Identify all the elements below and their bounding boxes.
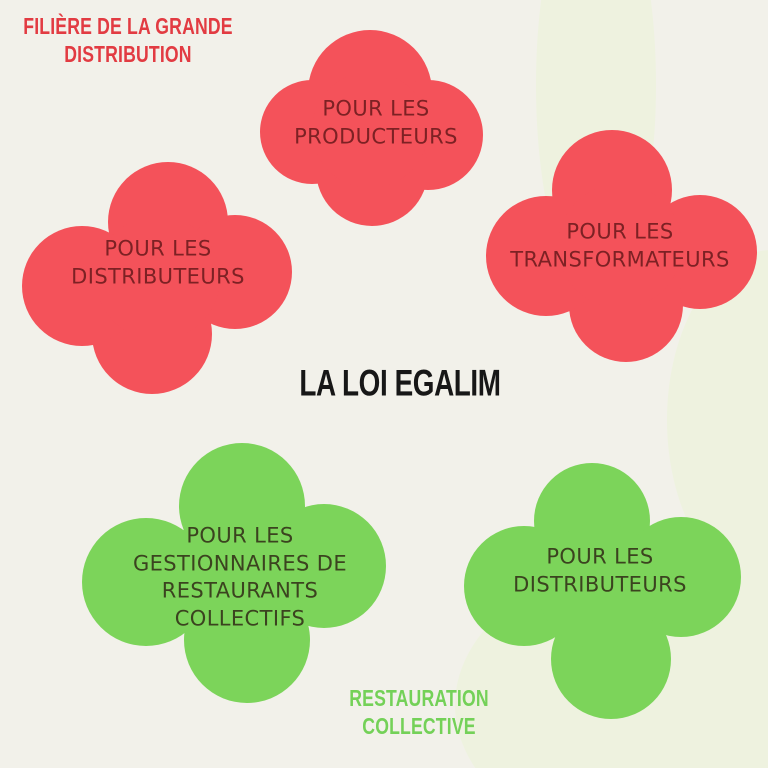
blob-shape-producteurs — [260, 30, 483, 226]
blob-shape-transformateurs — [486, 130, 757, 362]
blob-shape-distributeurs-restauration-collective — [464, 463, 741, 719]
blob-lobe — [558, 184, 682, 308]
blob-label-transformateurs: POUR LES TRANSFORMATEURS — [510, 219, 730, 271]
heading-grande-distribution: FILIÈRE DE LA GRANDE DISTRIBUTION — [23, 14, 233, 68]
blob-lobe — [168, 504, 308, 644]
blob-shape-distributeurs-grande-distribution — [22, 162, 292, 394]
blob-lobe — [96, 216, 220, 340]
main-title: LA LOI EGALIM — [299, 362, 501, 405]
blob-label-distributeurs-restauration-collective: POUR LES DISTRIBUTEURS — [513, 544, 687, 596]
blob-label-gestionnaires-restaurants-collectifs: POUR LES GESTIONNAIRES DE RESTAURANTS CO… — [132, 523, 348, 631]
blob-shape-gestionnaires-restaurants-collectifs — [82, 443, 386, 703]
background-accent-side — [667, 250, 768, 590]
blob-lobe — [312, 72, 428, 188]
blob-label-distributeurs-grande-distribution: POUR LES DISTRIBUTEURS — [71, 236, 245, 288]
blob-lobe — [537, 523, 663, 649]
heading-restauration-collective: RESTAURATION COLLECTIVE — [349, 686, 489, 740]
blob-label-producteurs: POUR LES PRODUCTEURS — [294, 96, 458, 148]
